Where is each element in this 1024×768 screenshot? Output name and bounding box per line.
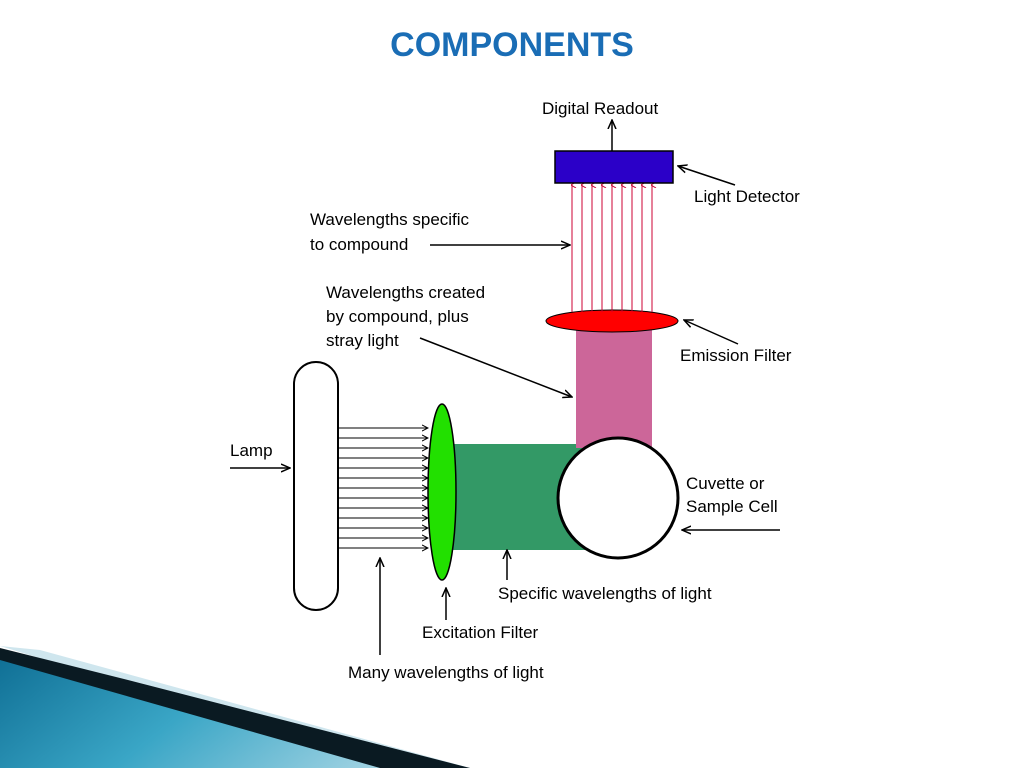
cuvette xyxy=(556,436,680,560)
label-specific-light: Specific wavelengths of light xyxy=(498,584,712,603)
label-excitation-filter: Excitation Filter xyxy=(422,623,539,642)
label-emission-filter: Emission Filter xyxy=(680,346,792,365)
many-wavelength-rays xyxy=(338,428,428,548)
label-created-line1: Wavelengths created xyxy=(326,283,485,302)
detector-rays xyxy=(572,185,652,312)
light-detector-arrow xyxy=(678,166,736,186)
label-many-wavelengths: Many wavelengths of light xyxy=(348,663,544,682)
pointer-arrows xyxy=(230,120,780,655)
emission-beam xyxy=(576,328,652,448)
excitation-filter xyxy=(427,403,457,581)
emission-filter-arrow xyxy=(684,320,739,345)
label-specific-line2: to compound xyxy=(310,235,408,254)
light-detector xyxy=(554,150,674,184)
created-wavelengths-arrow xyxy=(419,337,572,397)
label-lamp: Lamp xyxy=(230,441,273,460)
label-digital-readout: Digital Readout xyxy=(542,99,659,118)
label-cuvette-line1: Cuvette or xyxy=(686,474,765,493)
lamp xyxy=(293,361,339,611)
slide-title: COMPONENTS xyxy=(390,26,634,64)
label-light-detector: Light Detector xyxy=(694,187,800,206)
label-specific-line1: Wavelengths specific xyxy=(310,210,470,229)
label-created-line3: stray light xyxy=(326,331,399,350)
label-created-line2: by compound, plus xyxy=(326,307,469,326)
corner-accent xyxy=(0,646,470,768)
label-cuvette-line2: Sample Cell xyxy=(686,497,778,516)
emission-filter xyxy=(545,309,679,333)
